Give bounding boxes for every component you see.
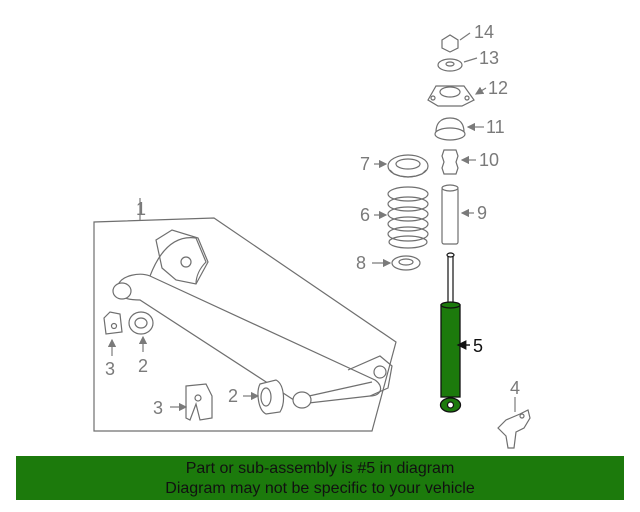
part-8-lower-insulator[interactable] xyxy=(372,255,421,271)
part-13-washer[interactable] xyxy=(437,57,478,72)
part-14-nut[interactable] xyxy=(441,32,471,53)
bracket-3-inner xyxy=(103,311,123,335)
rear-axle-assembly[interactable] xyxy=(93,198,397,432)
callout-10: 10 xyxy=(479,150,499,170)
callout-13: 13 xyxy=(479,48,499,68)
part-10-bump-stop[interactable] xyxy=(441,149,476,175)
part-4-bracket[interactable] xyxy=(497,397,531,449)
callout-9: 9 xyxy=(477,203,487,223)
bushing-2-lower xyxy=(257,379,285,415)
bracket-3-lower xyxy=(185,383,213,421)
callout-1: 1 xyxy=(136,199,146,219)
part-12-upper-mount[interactable] xyxy=(427,85,487,107)
callout-3a: 3 xyxy=(105,359,115,379)
callout-6: 6 xyxy=(360,205,370,225)
part-11-spring-seat[interactable] xyxy=(434,117,484,141)
callout-12: 12 xyxy=(488,78,508,98)
banner-line-1: Part or sub-assembly is #5 in diagram xyxy=(185,460,455,477)
axle-frame-outline xyxy=(93,217,397,432)
part-7-insulator[interactable] xyxy=(374,154,429,178)
callout-13-leader xyxy=(463,57,478,63)
axle-beam xyxy=(112,229,393,409)
callout-3b: 3 xyxy=(153,398,163,418)
callout-7: 7 xyxy=(360,154,370,174)
callout-2a: 2 xyxy=(138,356,148,376)
shock-absorber-body xyxy=(440,304,461,398)
parts-diagram: 1 2 3 3 2 4 5 6 7 8 9 10 11 12 13 14 xyxy=(93,22,531,449)
callout-2b: 2 xyxy=(228,386,238,406)
callout-4: 4 xyxy=(510,378,520,398)
callout-8: 8 xyxy=(356,253,366,273)
callout-14: 14 xyxy=(474,22,494,42)
part-9-dust-boot[interactable] xyxy=(441,184,474,245)
callout-12-leader xyxy=(474,86,487,95)
banner-line-2: Diagram may not be specific to your vehi… xyxy=(165,480,475,497)
info-banner: Part or sub-assembly is #5 in diagram Di… xyxy=(16,456,624,500)
callout-14-leader xyxy=(459,32,471,41)
part-5-shock-absorber[interactable] xyxy=(439,252,471,413)
callout-11: 11 xyxy=(486,117,505,137)
bushing-2-inner xyxy=(128,311,154,335)
callout-5: 5 xyxy=(473,336,483,356)
part-6-coil-spring[interactable] xyxy=(374,186,429,249)
